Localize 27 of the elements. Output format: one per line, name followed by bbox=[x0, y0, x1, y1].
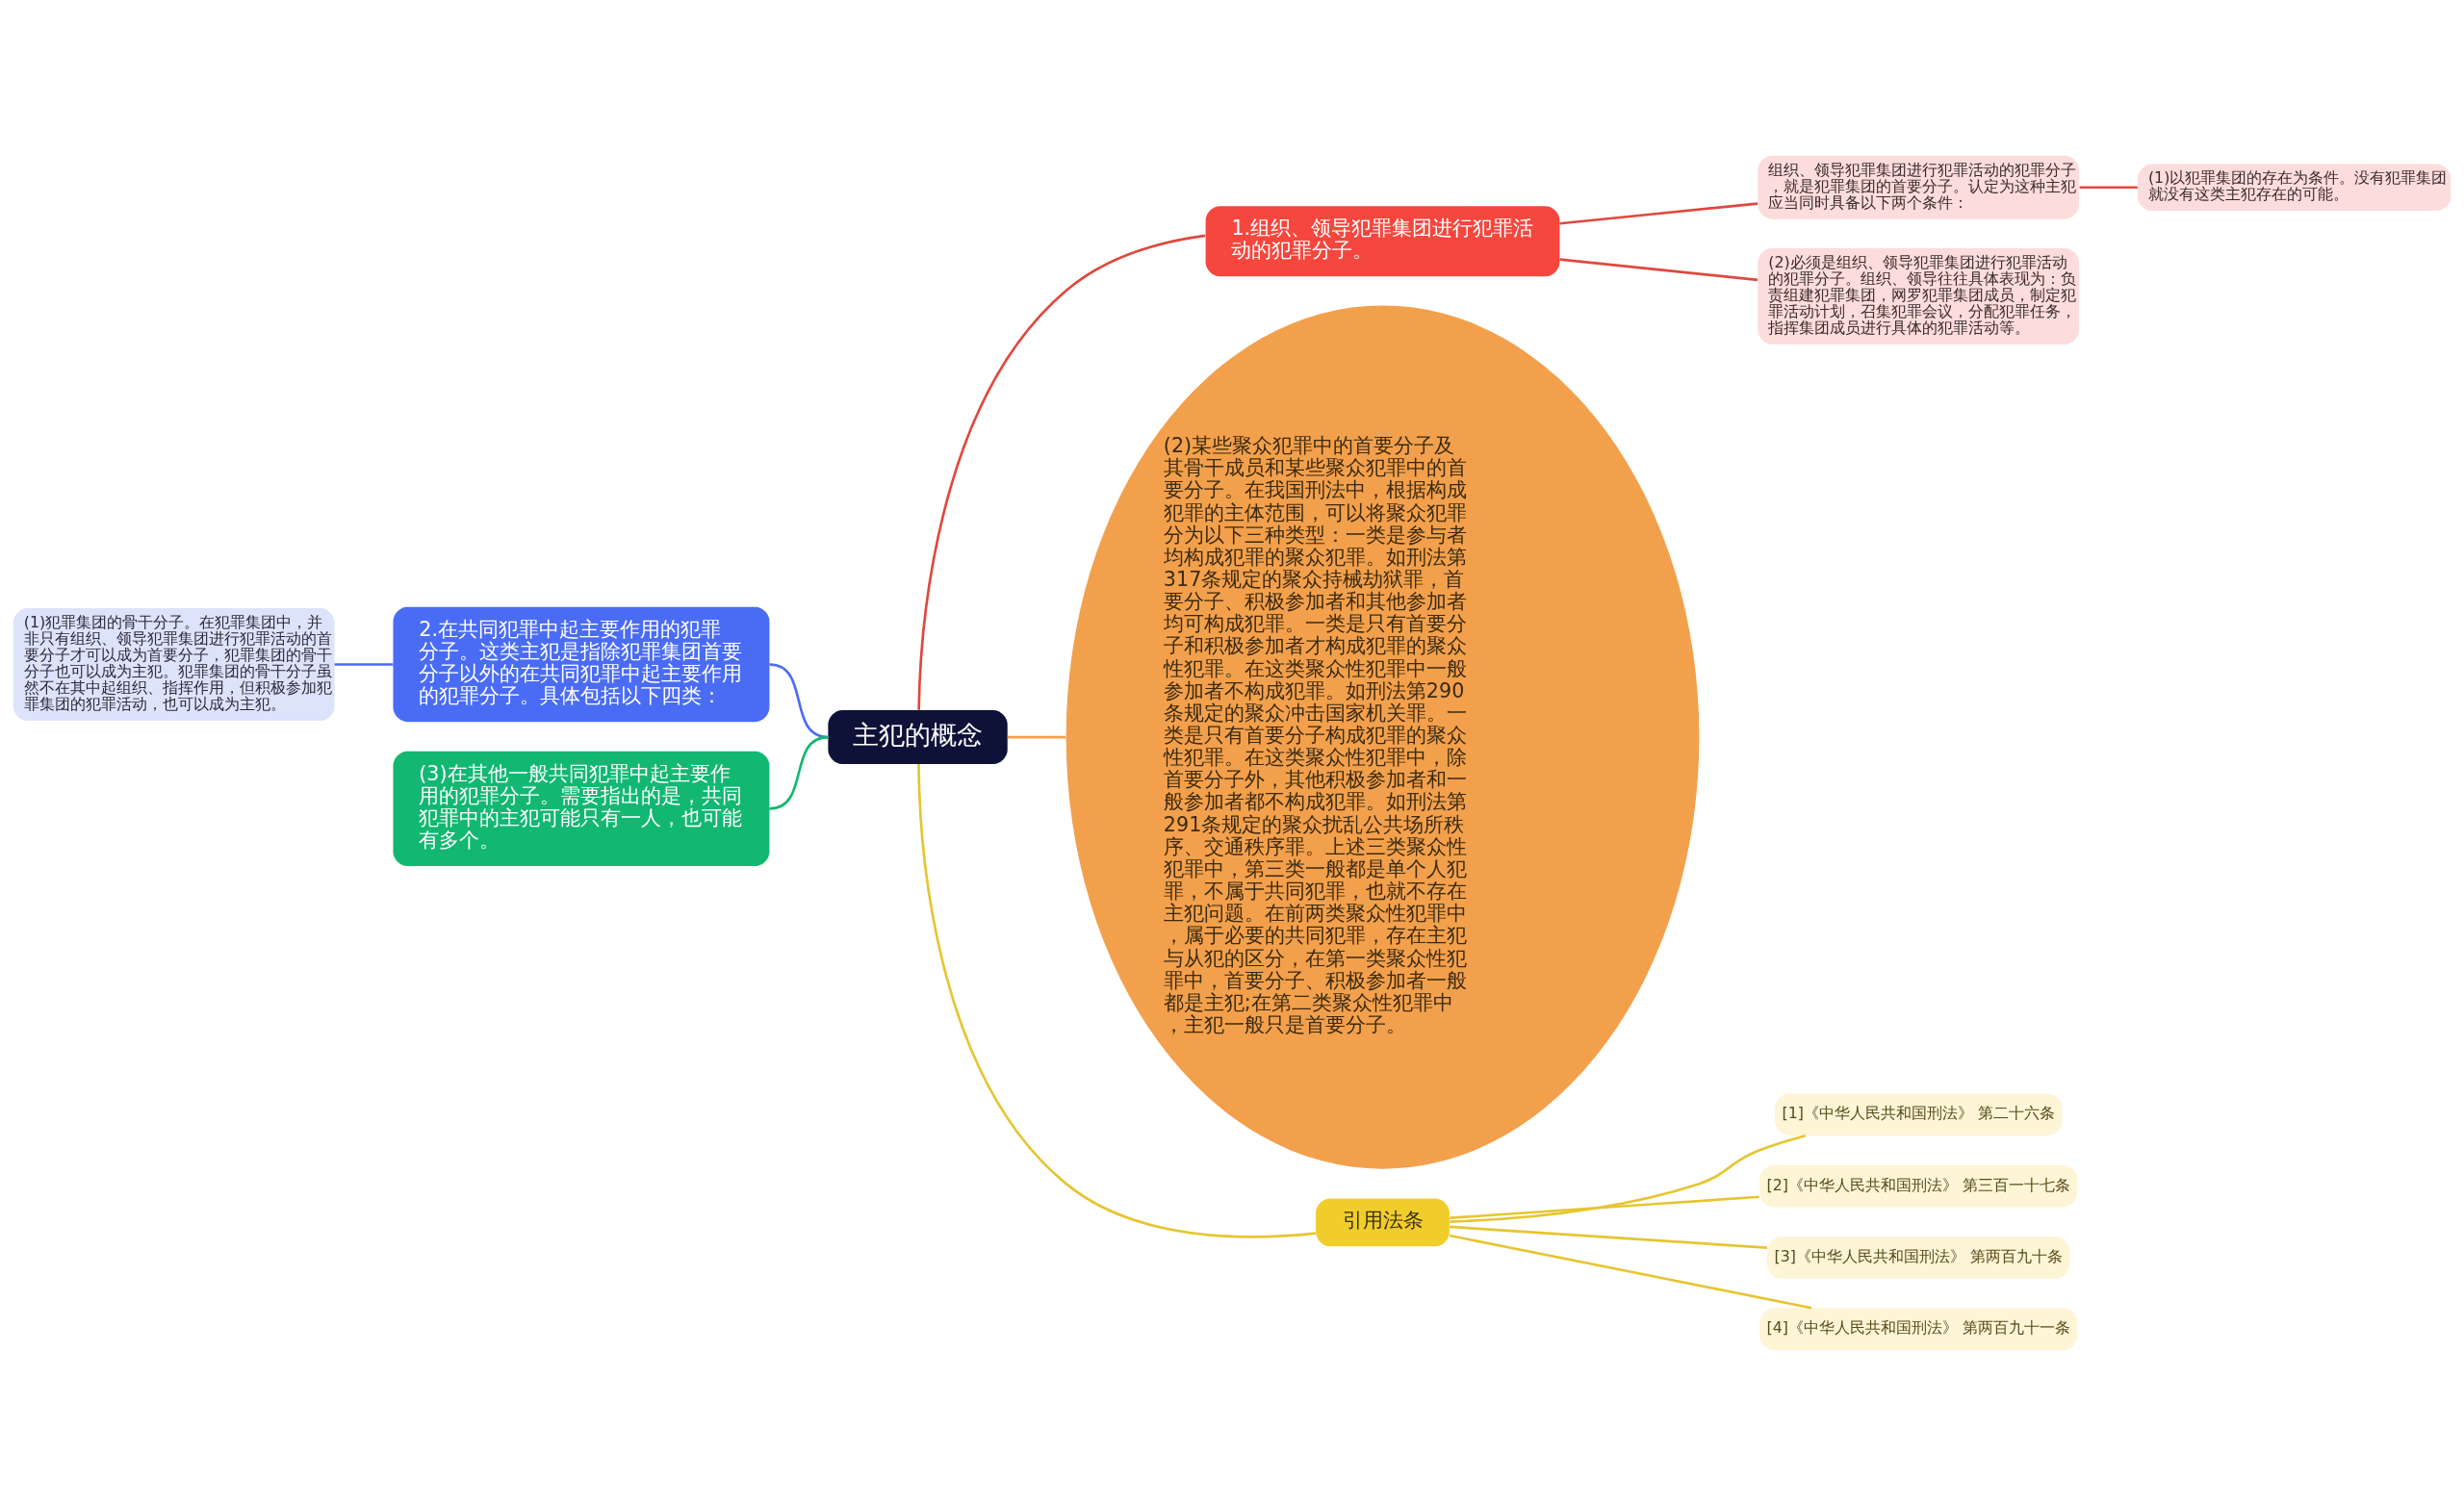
node-box: (2)必须是组织、领导犯罪集团进行犯罪活动的犯罪分子。组织、领导往往具体表现为：负责组建犯罪集团，网罗犯罪集团成员，制定犯罪活动计划，召集犯罪会议，分配犯罪任务，指挥集团成员进行具体的犯罪活动等。 bbox=[1758, 247, 2080, 344]
node-box: [2]《中华人民共和国刑法》 第三百一十七条 bbox=[1759, 1164, 2078, 1207]
connector bbox=[1559, 201, 1758, 225]
node-box: (3)在其他一般共同犯罪中起主要作用的犯罪分子。需要指出的是，共同犯罪中的主犯可能只有一人，也可能有多个。 bbox=[393, 751, 770, 866]
connector bbox=[769, 662, 829, 738]
connector bbox=[1450, 1134, 1807, 1223]
connector bbox=[1450, 1194, 1759, 1219]
node-box: 2.在共同犯罪中起主要作用的犯罪分子。这类主犯是指除犯罪集团首要分子以外的在共同犯罪中起主要作用的犯罪分子。具体包括以下四类： bbox=[393, 606, 770, 722]
node-box: [3]《中华人民共和国刑法》 第两百九十条 bbox=[1767, 1236, 2070, 1279]
connector bbox=[1450, 1234, 1812, 1310]
node-box: 1.组织、领导犯罪集团进行犯罪活动的犯罪分子。 bbox=[1205, 205, 1560, 276]
node-box: (1)犯罪集团的骨干分子。在犯罪集团中，并非只有组织、领导犯罪集团进行犯罪活动的首要分子才可以成为首要分子，犯罪集团的骨干分子也可以成为主犯。犯罪集团的骨干分子虽然不在其中起组织、指挥作用，但积极参加犯罪集团的犯罪活动，也可以成为主犯。 bbox=[13, 607, 335, 721]
node-box: [1]《中华人民共和国刑法》 第二十六条 bbox=[1775, 1092, 2063, 1135]
node-box: [4]《中华人民共和国刑法》 第两百九十一条 bbox=[1759, 1307, 2078, 1350]
node-box: 主犯的概念 bbox=[828, 709, 1008, 764]
node-box: 组织、领导犯罪集团进行犯罪活动的犯罪分子，就是犯罪集团的首要分子。认定为这种主犯应当同时具备以下两个条件： bbox=[1758, 155, 2080, 219]
node-box: (1)以犯罪集团的存在为条件。没有犯罪集团就没有这类主犯存在的可能。 bbox=[2138, 163, 2451, 211]
connector bbox=[1559, 257, 1758, 281]
connector bbox=[1450, 1225, 1768, 1249]
connector bbox=[917, 234, 1206, 710]
connector bbox=[334, 662, 394, 666]
connector bbox=[2079, 185, 2138, 189]
connector bbox=[1007, 735, 1066, 738]
connector bbox=[917, 763, 1317, 1238]
node-ellipse: (2)某些聚众犯罪中的首要分子及其骨干成员和某些聚众犯罪中的首要分子。在我国刑法中，根据构成犯罪的主体范围，可以将聚众犯罪分为以下三种类型：一类是参与者均构成犯罪的聚众犯罪。如刑法第317条规定的聚众持械劫狱罪，首要分子、积极参加者和其他参加者均可构成犯罪。一类是只有首要分子和积极参加者才构成犯罪的聚众性犯罪。在这类聚众性犯罪中一般参加者不构成犯罪。如刑法第290条规定的聚众冲击国家机关罪。一类是只有首要分子构成犯罪的聚众性犯罪。在这类聚众性犯罪中，除首要分子外，其他积极参加者和一般参加者都不构成犯罪。如刑法第291条规定的聚众扰乱公共场所秩序、交通秩序罪。上述三类聚众性犯罪中，第三类一般都是单个人犯罪，不属于共同犯罪，也就不存在主犯问题。在前两类聚众性犯罪中，属于必要的共同犯罪，存在主犯与从犯的区分，在第一类聚众性犯罪中，首要分子、积极参加者一般都是主犯;在第二类聚众性犯罪中，主犯一般只是首要分子。 bbox=[1065, 304, 1700, 1169]
connector bbox=[769, 735, 829, 810]
node-box: 引用法条 bbox=[1316, 1197, 1450, 1246]
